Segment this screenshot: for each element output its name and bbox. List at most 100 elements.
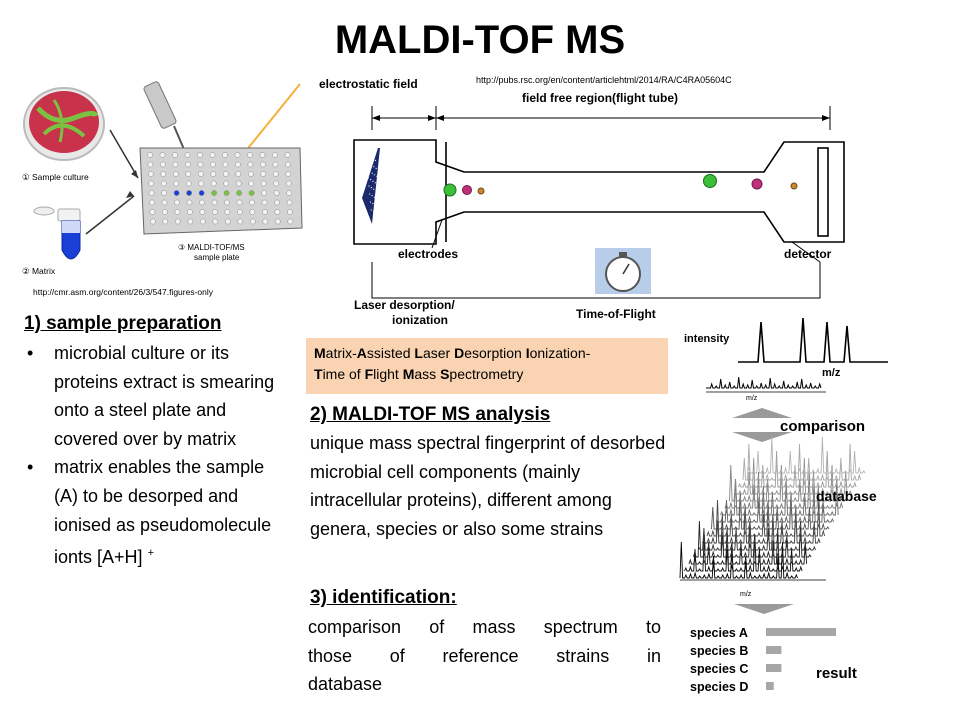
plate-well [162, 209, 168, 215]
plate-well [224, 209, 231, 215]
acronym-rest: light [373, 366, 403, 382]
section3-line3: database [308, 674, 383, 695]
species-label: species C [690, 662, 748, 676]
plate-well [174, 199, 180, 206]
plate-well [198, 190, 205, 196]
plate-well [285, 161, 291, 168]
field-free-region-label: field free region(flight tube) [522, 91, 678, 105]
database-spectrum [688, 527, 808, 565]
spectra-comparison-figure: intensity m/z m/z comparison database m/… [679, 317, 888, 694]
sample-dot [378, 199, 380, 201]
plate-well [223, 180, 230, 187]
sample-spectrum [738, 317, 888, 363]
acronym-rest: atrix- [325, 345, 357, 361]
plate-well [198, 180, 205, 187]
sample-dot [369, 201, 372, 203]
plate-well [172, 161, 179, 168]
mz-label: m/z [822, 367, 841, 379]
section3-line1: comparison of mass spectrum to [308, 617, 661, 637]
species-score-bar [766, 628, 836, 636]
plate-well [272, 161, 279, 168]
plate-well [159, 152, 166, 158]
plate-well [274, 199, 280, 206]
sample-dot [377, 214, 379, 216]
electrodes-label: electrodes [398, 247, 458, 261]
plate-well [149, 218, 156, 225]
plate-well [287, 218, 294, 225]
sample-dot [366, 169, 369, 171]
sample-target [362, 148, 380, 224]
plate-well [262, 218, 269, 225]
plate-well [285, 171, 292, 177]
plate-well [247, 161, 254, 168]
bullet-culture: microbial culture or its proteins extrac… [24, 339, 284, 453]
sample-dot [376, 175, 378, 177]
sample-dot [370, 187, 372, 189]
plate-well [161, 199, 168, 206]
small-spectrum-trace [706, 376, 822, 389]
plate-well [187, 209, 193, 215]
database-spectrum [715, 485, 835, 523]
sample-plate [139, 147, 303, 235]
acronym-capital: A [356, 345, 367, 361]
species-score-bar [766, 682, 774, 690]
cmr-url: http://cmr.asm.org/content/26/3/547.figu… [33, 287, 214, 297]
section1-bullets: microbial culture or its proteins extrac… [24, 339, 284, 572]
section2-heading: 2) MALDI-TOF MS analysis [310, 404, 551, 425]
comparison-label: comparison [780, 418, 865, 435]
plate-well [185, 180, 192, 187]
sample-dot [366, 161, 368, 163]
plate-well [197, 161, 204, 168]
plate-well [273, 180, 280, 187]
plate-well [187, 218, 194, 225]
sample-dot [370, 179, 372, 181]
plate-well [249, 209, 256, 215]
plate-well [162, 218, 169, 225]
section3-line2: those of reference strains in [308, 645, 661, 666]
plate-well [235, 161, 241, 168]
plate-well [273, 190, 280, 196]
sample-dot [373, 188, 375, 190]
plate-well [262, 209, 268, 215]
acronym-capital: I [525, 345, 530, 361]
sample-dot [377, 183, 379, 185]
plate-well [249, 199, 255, 206]
database-spectrum [738, 450, 857, 488]
plate-well [149, 199, 155, 206]
acronym-rest: ssisted [366, 345, 415, 361]
plate-well [199, 209, 206, 215]
plate-well [173, 180, 180, 187]
plate-well [274, 218, 281, 225]
matrix-tube-icon [33, 206, 81, 260]
step1-label: ① Sample culture [22, 172, 89, 182]
plate-well [160, 161, 166, 168]
detector-label: detector [784, 247, 832, 261]
database-spectrum [724, 471, 844, 509]
electrode-pointer [431, 219, 443, 249]
acronym-capital: D [454, 345, 465, 361]
stopwatch-icon [595, 248, 651, 294]
mz-small-label: m/z [746, 395, 758, 402]
species-label: species A [690, 626, 748, 640]
laser-desorption-label-line2: ionization [392, 313, 448, 327]
mz-database-label: m/z [740, 591, 752, 598]
plate-well [272, 152, 278, 158]
acronym-line2: Time of Flight Mass Spectrometry [314, 364, 660, 385]
database-spectrum [702, 506, 821, 544]
database-spectrum [679, 541, 799, 579]
plate-well [261, 190, 267, 196]
section3-text: comparison of mass spectrum to those of … [308, 613, 661, 699]
acronym-capital: F [364, 366, 374, 382]
database-spectrum [693, 520, 812, 558]
plate-well [210, 161, 216, 168]
plate-well [212, 218, 219, 225]
plate-well [210, 171, 217, 177]
species-score-bar [766, 646, 782, 654]
acronym-rest: pectrometry [449, 366, 524, 382]
laser-desorption-label-line1: Laser desorption/ [354, 298, 455, 312]
step3-label-line1: ③ MALDI-TOF/MS [178, 243, 245, 252]
plate-well [147, 171, 154, 177]
sample-dot [379, 207, 381, 209]
comparison-arrows-icon [732, 408, 792, 442]
